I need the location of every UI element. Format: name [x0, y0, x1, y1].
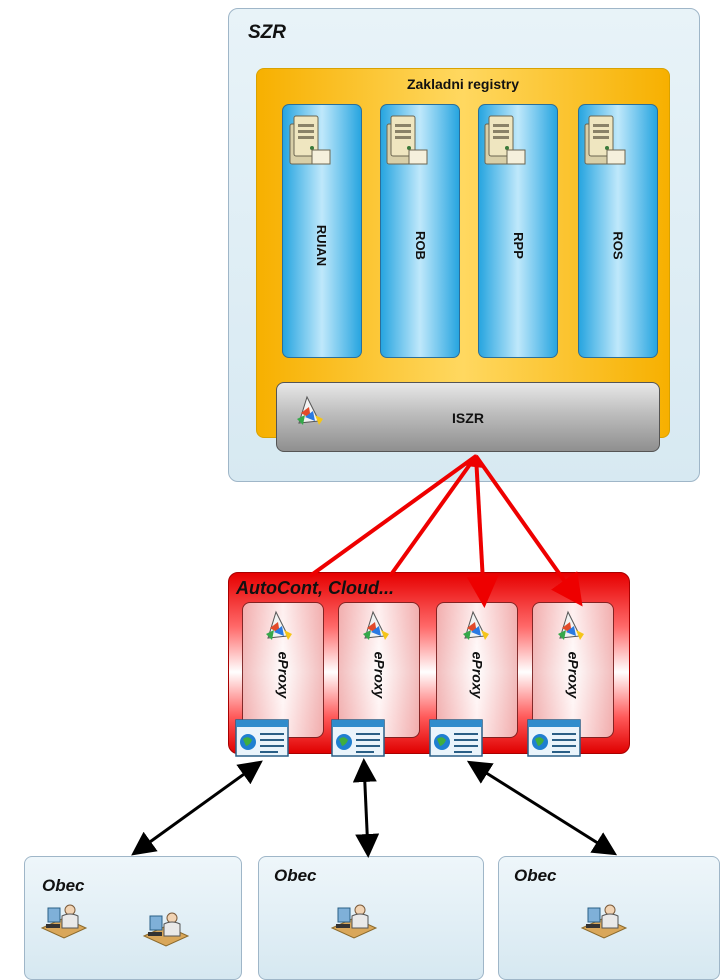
- user-icon-obec3: [581, 904, 627, 939]
- obec-title-2: Obec: [274, 866, 317, 885]
- server-icon-ruian: [289, 115, 331, 165]
- user-icon-obec1-a: [41, 904, 87, 939]
- webpage-icon-4: [527, 719, 581, 757]
- iszr-label: ISZR: [452, 410, 484, 426]
- server-icon-rob: [386, 115, 428, 165]
- server-icon-rpp: [484, 115, 526, 165]
- obec-box-2: [258, 856, 484, 980]
- prism-icon-eproxy-2: [362, 611, 390, 641]
- obec-title-1: Obec: [42, 876, 85, 895]
- szr-title: SZR: [248, 22, 286, 43]
- server-icon-ros: [584, 115, 626, 165]
- prism-icon-iszr: [296, 396, 324, 426]
- user-icon-obec1-b: [143, 912, 189, 947]
- user-icon-obec2: [331, 904, 377, 939]
- cloud-title: AutoCont, Cloud...: [236, 578, 394, 598]
- red-arrows: [308, 454, 583, 608]
- eproxy-panel-1: [242, 602, 324, 738]
- obec-title-3: Obec: [514, 866, 557, 885]
- zakladni-registry-title: Zakladni registry: [406, 76, 520, 92]
- webpage-icon-2: [331, 719, 385, 757]
- webpage-icon-3: [429, 719, 483, 757]
- black-arrows: [131, 758, 618, 858]
- prism-icon-eproxy-1: [265, 611, 293, 641]
- prism-icon-eproxy-4: [557, 611, 585, 641]
- iszr-box: [276, 382, 660, 452]
- webpage-icon-1: [235, 719, 289, 757]
- prism-icon-eproxy-3: [462, 611, 490, 641]
